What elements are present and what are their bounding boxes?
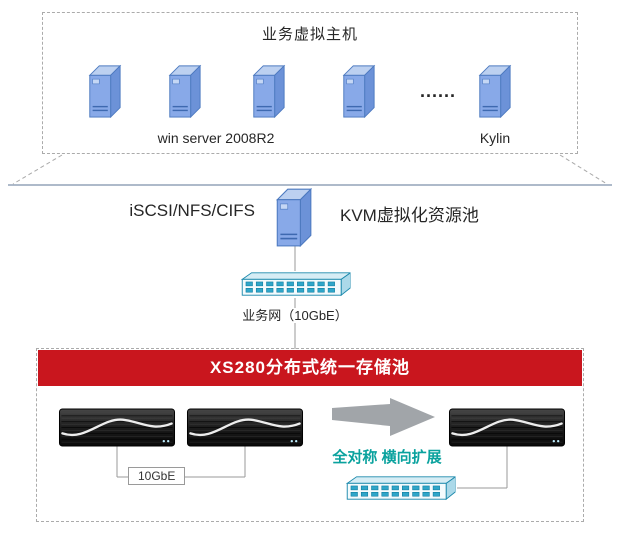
business-network-label: 业务网（10GbE）: [215, 305, 375, 324]
business-switch-icon: [237, 270, 352, 298]
server-icon: [475, 63, 513, 118]
server-icon: [339, 63, 377, 118]
storage-banner: XS280分布式统一存储池: [38, 350, 582, 386]
virtual-host-group: 业务虚拟主机 ...... win server 2008R2 Kylin: [42, 12, 578, 154]
storage-pool-group: XS280分布式统一存储池 全对称 横向扩展 10GbE: [36, 348, 584, 522]
link-speed-label: 10GbE: [128, 467, 186, 485]
virtual-host-title: 业务虚拟主机: [261, 26, 358, 43]
storage-array-icon: [448, 408, 566, 447]
kvm-server-icon: [272, 186, 314, 247]
scale-out-label: 全对称 横向扩展: [332, 449, 442, 466]
kvm-pool-label: KVM虚拟化资源池: [340, 206, 479, 225]
server-icon: [165, 63, 203, 118]
protocol-label: iSCSI/NFS/CIFS: [129, 201, 255, 220]
win-server-label: win server 2008R2: [157, 130, 275, 146]
kylin-label: Kylin: [479, 130, 511, 146]
server-icon: [85, 63, 123, 118]
storage-switch-icon: [342, 474, 457, 502]
ellipsis-dots: ......: [419, 81, 456, 101]
server-icon: [249, 63, 287, 118]
storage-array-icon: [186, 408, 304, 447]
scale-out-arrow-icon: [332, 398, 435, 436]
storage-array-icon: [58, 408, 176, 447]
